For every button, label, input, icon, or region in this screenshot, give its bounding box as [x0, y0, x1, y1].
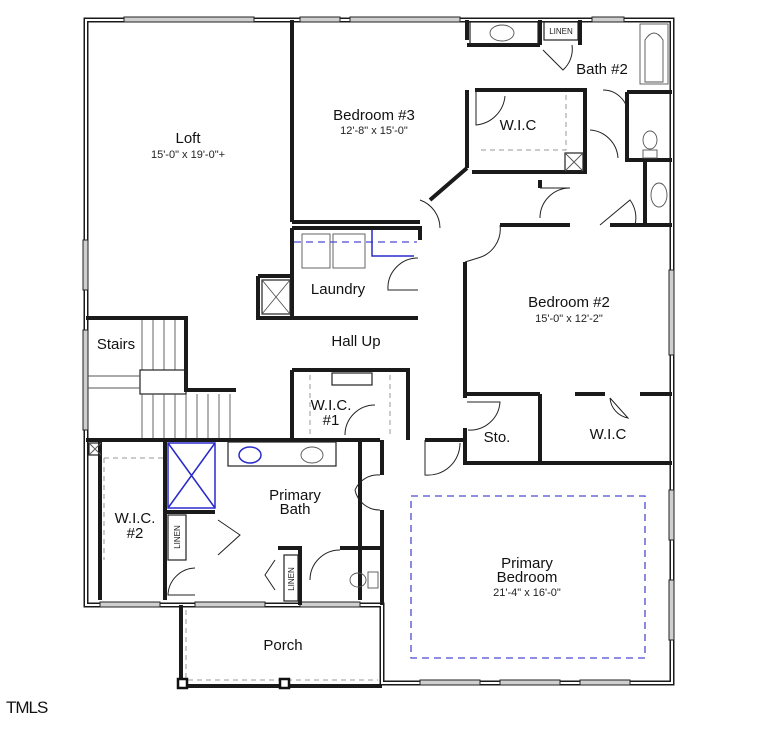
- exterior-walls: [83, 17, 675, 686]
- bedroom2-label: Bedroom #2: [528, 294, 610, 311]
- wic1-label-1: W.I.C.: [311, 397, 352, 414]
- laundry-label: Laundry: [311, 281, 366, 298]
- porch-outline: [176, 605, 382, 690]
- linen-a-label: LINEN: [173, 525, 182, 549]
- sto-label: Sto.: [484, 429, 511, 446]
- wic-bed2-label: W.I.C: [590, 426, 627, 443]
- primary-bath-label-1: Primary: [269, 487, 321, 504]
- interior-walls: [86, 20, 672, 605]
- bedroom3-label: Bedroom #3: [333, 107, 415, 124]
- primary-bath-label-2: Bath: [280, 501, 311, 518]
- wic-upper-label: W.I.C: [500, 117, 537, 134]
- linen-upper-label: LINEN: [549, 27, 573, 36]
- loft-label: Loft: [175, 130, 201, 147]
- bedroom3-dims: 12'-8" x 15'-0": [340, 125, 408, 137]
- room-labels: Loft 15'-0" x 19'-0"+ Bedroom #3 12'-8" …: [97, 27, 628, 654]
- windows: [82, 16, 675, 686]
- hall-label: Hall Up: [331, 333, 380, 350]
- stairs-label: Stairs: [97, 336, 135, 353]
- primary-bedroom-label-1: Primary: [501, 555, 553, 572]
- primary-bedroom-dims: 21'-4" x 16'-0": [493, 587, 561, 599]
- doors: [167, 44, 637, 596]
- linen-b-label: LINEN: [287, 567, 296, 591]
- fixtures: [88, 21, 669, 659]
- loft-dims: 15'-0" x 19'-0"+: [151, 149, 225, 161]
- primary-bedroom-label-2: Bedroom: [497, 569, 558, 586]
- bedroom2-dims: 15'-0" x 12'-2": [535, 313, 603, 325]
- porch-label: Porch: [263, 637, 302, 654]
- bath2-label: Bath #2: [576, 61, 628, 78]
- wic2-label-2: #2: [127, 525, 144, 542]
- wic1-label-2: #1: [323, 412, 340, 429]
- wic2-label-1: W.I.C.: [115, 510, 156, 527]
- watermark-logo: TMLS: [6, 698, 48, 717]
